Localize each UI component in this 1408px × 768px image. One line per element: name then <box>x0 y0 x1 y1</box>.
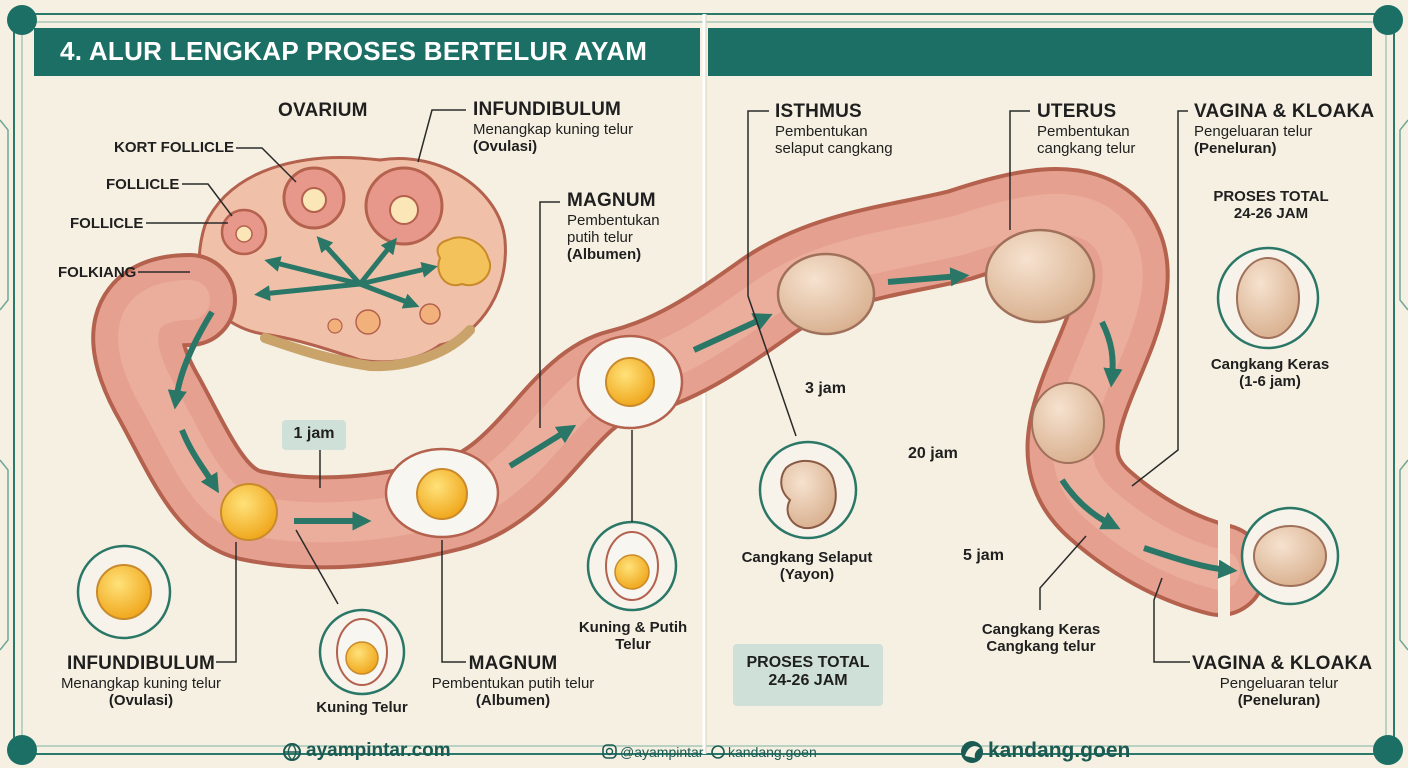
uterus-desc1: Pembentukan <box>1037 122 1130 140</box>
total-bottom-bg <box>733 644 883 706</box>
vagina-top-callout: VAGINA & KLOAKA Pengeluaran telur (Penel… <box>1194 101 1374 157</box>
title-bar-right <box>708 28 1372 76</box>
hard-shell-bottom: Cangkang Keras Cangkang telur <box>964 621 1118 656</box>
infundibulum-bottom-title: INFUNDIBULUM <box>66 653 216 674</box>
membrane-shell-line1: Cangkang Selaput <box>741 549 873 566</box>
uterus-callout: UTERUS Pembentukan cangkang telur <box>1037 101 1135 157</box>
hard-shell-right-line2: (1-6 jam) <box>1239 373 1301 391</box>
time-tag-1-bg <box>282 420 346 450</box>
vagina-top-title: VAGINA & KLOAKA <box>1194 101 1375 122</box>
isthmus-desc1: Pembentukan <box>775 122 868 140</box>
follicle-label-1: FOLLICLE <box>106 176 180 193</box>
total-bottom: PROSES TOTAL 24-26 JAM <box>733 654 883 691</box>
total-bottom-line2: 24-26 JAM <box>768 672 848 690</box>
total-bottom-line1: PROSES TOTAL <box>746 654 870 671</box>
vagina-bottom-title: VAGINA & KLOAKA <box>1192 653 1373 674</box>
ovary-title: OVARIUM <box>278 100 368 121</box>
footer-site-link[interactable]: ayampintar.com <box>306 740 451 761</box>
leader-lines <box>138 109 1190 663</box>
uterus-desc2: cangkang telur <box>1037 140 1136 158</box>
footer-instagram-link[interactable]: @ayampintar <box>620 744 704 760</box>
magnum-bottom-title: MAGNUM <box>468 653 558 674</box>
hard-shell-bottom-line1: Cangkang Keras <box>981 621 1101 638</box>
instagram-icon <box>602 744 617 759</box>
total-right: PROSES TOTAL 24-26 JAM <box>1198 188 1344 223</box>
vagina-bottom-callout: VAGINA & KLOAKA Pengeluaran telur (Penel… <box>1192 653 1373 710</box>
globe-small-icon <box>711 745 725 759</box>
tube-eggs <box>220 228 1105 541</box>
isthmus-callout: ISTHMUS Pembentukan selaput cangkang <box>775 101 893 157</box>
infundibulum-bottom-term: (Ovulasi) <box>108 692 174 710</box>
magnum-bottom-term: (Albumen) <box>475 692 551 710</box>
magnum-top-term: (Albumen) <box>567 246 642 264</box>
vagina-top-term: (Peneluran) <box>1194 140 1277 158</box>
infundibulum-top-term: (Ovulasi) <box>473 138 538 156</box>
hard-shell-bottom-line2: Cangkang telur <box>986 638 1096 656</box>
ovary <box>186 156 507 372</box>
time-3-jam: 3 jam <box>805 380 846 397</box>
infundibulum-top-desc: Menangkap kuning telur <box>473 120 634 138</box>
yolk-white-line2: Telur <box>615 636 651 654</box>
inset-circles <box>76 246 1340 696</box>
magnum-top-desc1: Pembentukan <box>567 211 660 229</box>
vagina-bottom-desc: Pengeluaran telur <box>1219 674 1339 692</box>
uterus-title: UTERUS <box>1037 101 1117 122</box>
isthmus-desc2: selaput cangkang <box>775 140 893 158</box>
footer-kandang-small-link[interactable]: kandang.goen <box>728 744 817 760</box>
hard-shell-right: Cangkang Keras (1-6 jam) <box>1192 356 1348 391</box>
time-1-jam: 1 jam <box>293 425 335 442</box>
magnum-top-desc2: putih telur <box>567 229 633 247</box>
time-20-jam: 20 jam <box>908 445 958 462</box>
magnum-bottom-callout: MAGNUM Pembentukan putih telur (Albumen) <box>418 653 608 709</box>
infundibulum-top-title: INFUNDIBULUM <box>473 99 622 120</box>
magnum-bottom-desc: Pembentukan putih telur <box>431 674 595 692</box>
yolk-white-label: Kuning & Putih Telur <box>566 619 700 654</box>
membrane-shell-label: Cangkang Selaput (Yayon) <box>724 549 890 584</box>
hard-shell-right-line1: Cangkang Keras <box>1210 356 1330 373</box>
total-right-line2: 24-26 JAM <box>1233 205 1309 223</box>
footer-icons <box>283 741 983 763</box>
page-title: 4. ALUR LENGKAP PROSES BERTELUR AYAM <box>60 36 648 66</box>
infundibulum-bottom-callout: INFUNDIBULUM Menangkap kuning telur (Ovu… <box>46 653 236 709</box>
infundibulum-bottom-desc: Menangkap kuning telur <box>60 674 222 692</box>
footer-kandang-brand[interactable]: kandang.goen <box>988 739 1131 762</box>
vagina-top-desc: Pengeluaran telur <box>1194 122 1313 140</box>
title-bar <box>34 28 700 76</box>
membrane-shell-line2: (Yayon) <box>779 566 835 584</box>
folkiang-label: FOLKIANG <box>58 264 137 281</box>
magnum-top-title: MAGNUM <box>567 190 656 211</box>
time-5-jam: 5 jam <box>963 547 1004 564</box>
flow-arrows <box>167 267 1238 579</box>
follicle-label-2: FOLLICLE <box>70 215 144 232</box>
vagina-bottom-term: (Peneluran) <box>1237 692 1321 710</box>
isthmus-title: ISTHMUS <box>775 101 862 122</box>
yolk-label: Kuning Telur <box>316 699 408 716</box>
yolk-white-line1: Kuning & Putih <box>578 619 688 636</box>
magnum-top-callout: MAGNUM Pembentukan putih telur (Albumen) <box>567 190 660 264</box>
infundibulum-top-callout: INFUNDIBULUM Menangkap kuning telur (Ovu… <box>473 99 633 155</box>
kort-follicle-label: KORT FOLLICLE <box>114 139 234 156</box>
total-right-line1: PROSES TOTAL <box>1213 188 1329 205</box>
